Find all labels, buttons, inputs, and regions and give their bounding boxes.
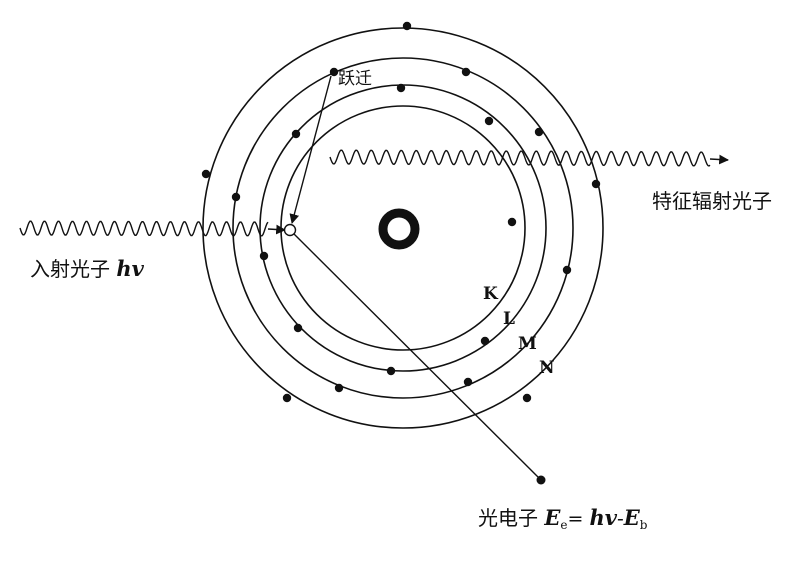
electron-dot-icon [283, 394, 291, 402]
photoelectron-minus: - [617, 506, 624, 530]
electron-dot-icon [387, 367, 395, 375]
photoelectron-label: 光电子 Ee= hv-Eb [478, 505, 648, 532]
electron-dot-icon [563, 266, 571, 274]
photoelectron-Eb: E [623, 505, 641, 530]
shell-label-n: N [539, 358, 555, 378]
electron-dot-icon [292, 130, 300, 138]
photoelectron-text: 光电子 [478, 506, 544, 530]
characteristic-photon-arrow [710, 159, 728, 160]
electron-dot-icon [592, 180, 600, 188]
photoelectron-hv: hv [589, 505, 617, 530]
transition-arrow [292, 76, 331, 223]
incident-photon-wave [20, 221, 268, 236]
electron-dot-icon [335, 384, 343, 392]
transition-label: 跃迁 [338, 69, 372, 89]
characteristic-photon-wave [330, 150, 710, 166]
photoelectron-eq: = [567, 508, 589, 530]
shell-label-k: K [483, 284, 499, 304]
shell-label-l: L [503, 309, 515, 329]
incident-photon-text: 入射光子 [30, 257, 116, 281]
characteristic-photon-label: 特征辐射光子 [652, 189, 772, 213]
electron-dot-icon [508, 218, 516, 226]
photoelectron-E-sub: e [560, 518, 567, 532]
electron-dot-icon [535, 128, 543, 136]
electron-dot-icon [260, 252, 268, 260]
electron-vacancy-icon [285, 225, 296, 236]
electron-dot-icon [202, 170, 210, 178]
shell-label-m: M [518, 334, 537, 354]
electron-dot-icon [232, 193, 240, 201]
photoelectron-dot-icon [537, 476, 546, 485]
electron-dot-icon [330, 68, 338, 76]
photoelectron-E: E [543, 505, 561, 530]
electron-dot-icon [462, 68, 470, 76]
electron-dot-icon [464, 378, 472, 386]
electron-dot-icon [397, 84, 405, 92]
incident-photon-label: 入射光子 hv [30, 256, 145, 281]
electron-dot-icon [523, 394, 531, 402]
nucleus-ring-icon [383, 213, 415, 245]
electron-dot-icon [485, 117, 493, 125]
incident-photon-symbol: hv [116, 256, 144, 281]
electron-dot-icon [481, 337, 489, 345]
shell-k-orbit [281, 106, 525, 350]
photoelectron-path [290, 230, 540, 479]
incident-photon-arrow [268, 229, 285, 230]
electron-dot-icon [294, 324, 302, 332]
photoelectron-Eb-sub: b [640, 518, 648, 532]
electron-dot-icon [403, 22, 411, 30]
